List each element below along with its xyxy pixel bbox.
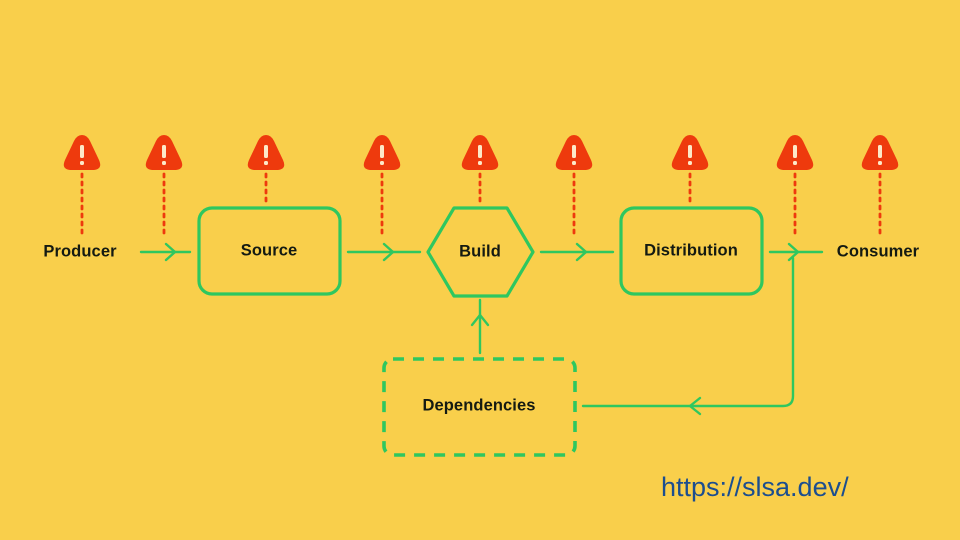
warning-triangle-icon[interactable] [555, 135, 593, 170]
edges [139, 242, 824, 416]
node-label-consumer: Consumer [836, 242, 920, 261]
slsa-url-link[interactable]: https://slsa.dev/ [661, 472, 849, 502]
warning-triangle-icon[interactable] [247, 135, 285, 170]
warning-triangle-icon[interactable] [363, 135, 401, 170]
threat-markers [63, 135, 899, 239]
source-box[interactable] [197, 206, 342, 296]
build-hexagon[interactable] [426, 206, 535, 298]
dependencies-box[interactable] [382, 357, 577, 457]
warning-triangle-icon[interactable] [861, 135, 899, 170]
edge-distribution-to-consumer [768, 242, 824, 262]
warning-triangle-icon[interactable] [63, 135, 101, 170]
node-label-source: Source [240, 241, 298, 260]
edge-consumer-to-dependencies [581, 256, 795, 416]
warning-triangle-icon[interactable] [145, 135, 183, 170]
node-shapes [197, 206, 764, 457]
warning-triangle-icon[interactable] [776, 135, 814, 170]
warning-triangle-icon[interactable] [671, 135, 709, 170]
node-label-producer: Producer [43, 242, 117, 261]
distribution-box[interactable] [619, 206, 764, 296]
node-label-build: Build [459, 242, 501, 261]
node-label-distribution: Distribution [644, 241, 738, 260]
edge-producer-to-source [139, 242, 192, 262]
node-label-dependencies: Dependencies [422, 396, 536, 415]
edge-build-to-distribution [539, 242, 615, 262]
warning-triangle-icon[interactable] [461, 135, 499, 170]
edge-source-to-build [346, 242, 422, 262]
edge-dependencies-to-build [470, 298, 490, 355]
